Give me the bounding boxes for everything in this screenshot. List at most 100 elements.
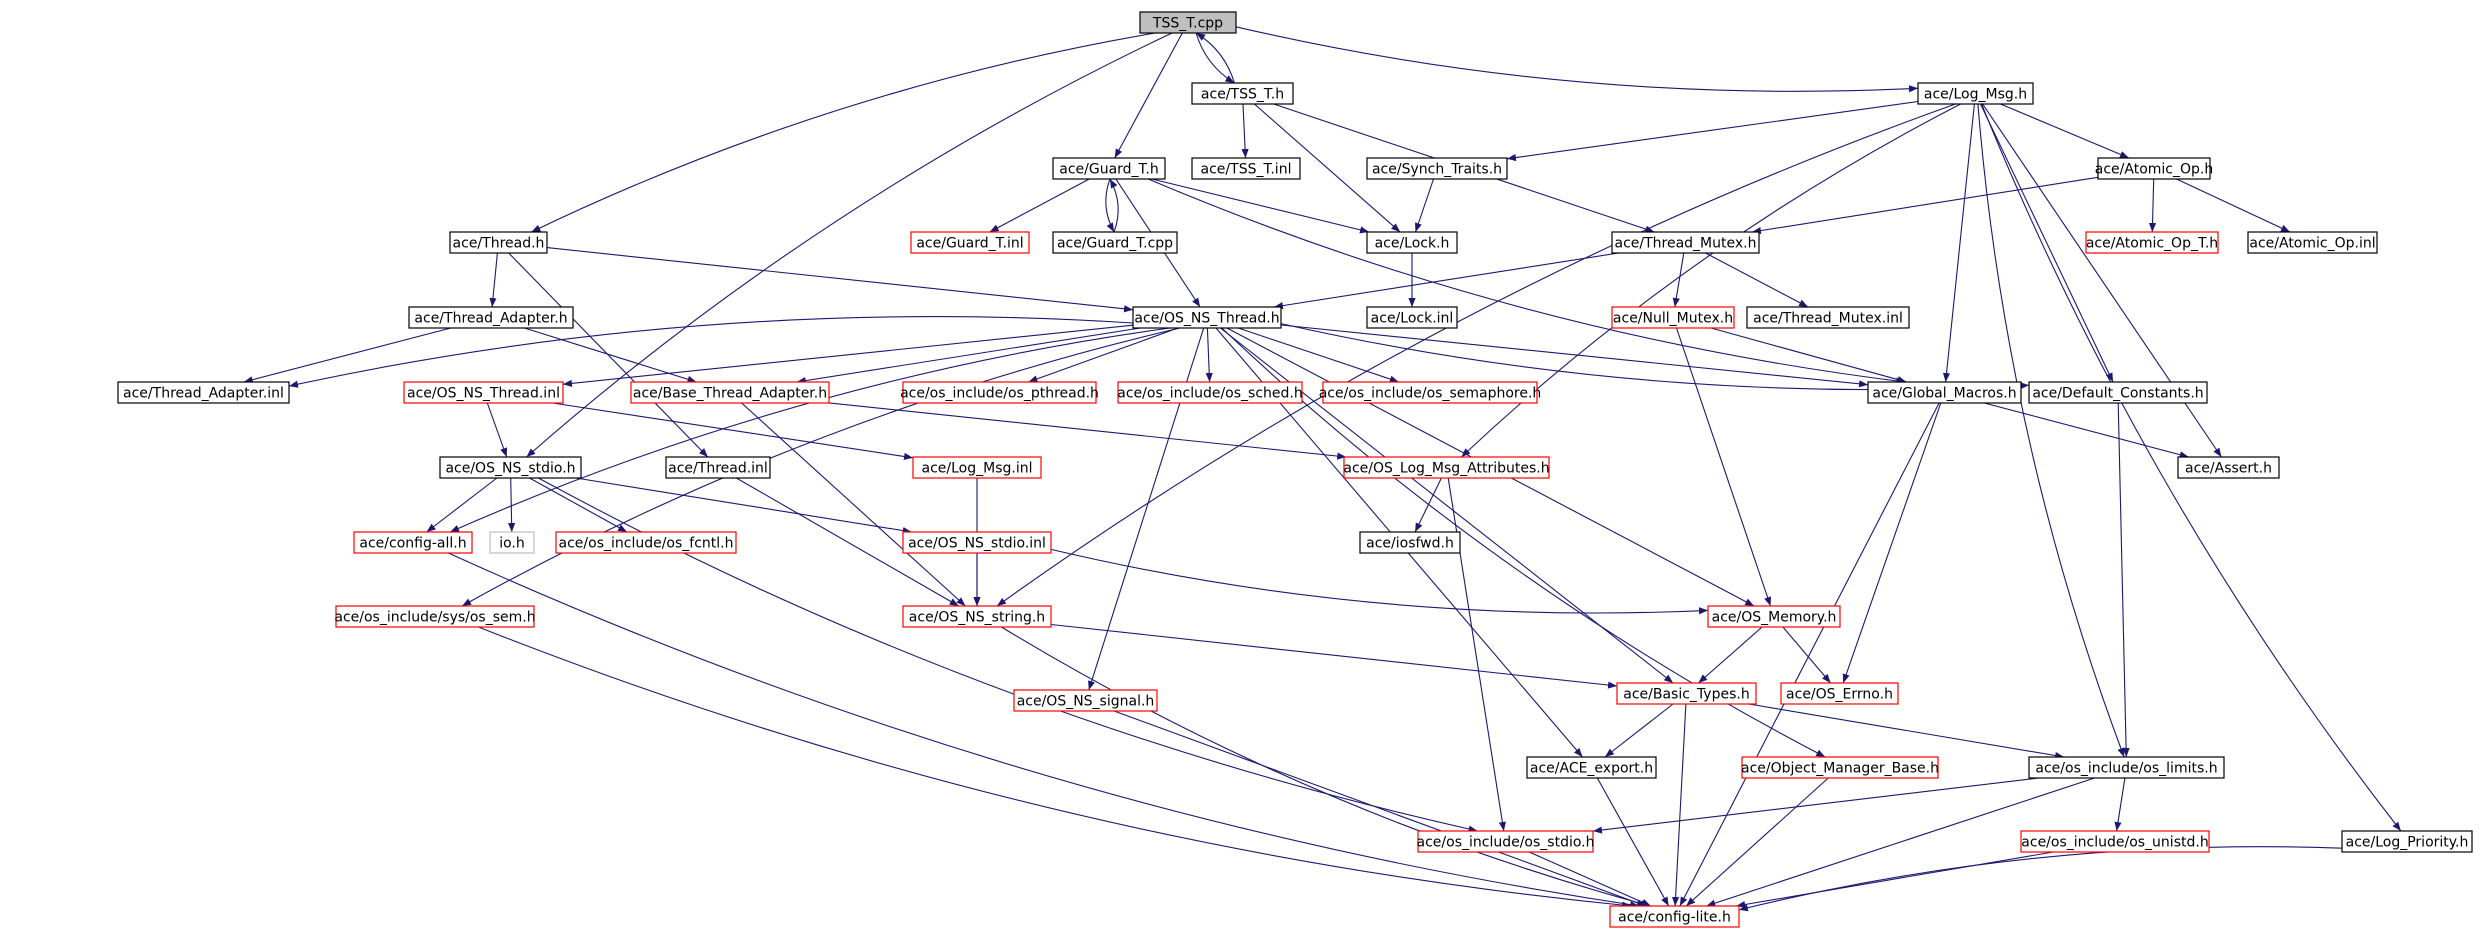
node-guard-t-cpp[interactable]: ace/Guard_T.cpp [1052, 231, 1178, 254]
edge-os_ns_thread_h-to-os_ns_thread_inl [562, 324, 1134, 387]
node-object-manager-base-h[interactable]: ace/Object_Manager_Base.h [1741, 756, 1939, 779]
node-lock-inl[interactable]: ace/Lock.inl [1366, 306, 1458, 329]
node-io-h[interactable]: io.h [489, 531, 535, 554]
node-label: ace/Basic_Types.h [1623, 687, 1749, 703]
edge-log_msg_h-to-os_limits_h [1977, 103, 2125, 758]
node-default-constants-h[interactable]: ace/Default_Constants.h [2028, 381, 2208, 404]
edge-null_mutex_h-to-global_macros_h [1710, 327, 1907, 384]
node-label: ace/Guard_T.inl [916, 236, 1023, 252]
node-thread-mutex-h[interactable]: ace/Thread_Mutex.h [1611, 231, 1760, 254]
node-os-limits-h[interactable]: ace/os_include/os_limits.h [2028, 756, 2225, 779]
node-label: ace/OS_Memory.h [1712, 610, 1837, 626]
node-log-priority-h[interactable]: ace/Log_Priority.h [2341, 830, 2473, 853]
node-atomic-op-t-h[interactable]: ace/Atomic_Op_T.h [2085, 231, 2219, 254]
edge-synch_traits_h-to-lock_h [1414, 178, 1435, 233]
node-os-stdio-h[interactable]: ace/os_include/os_stdio.h [1417, 830, 1595, 853]
node-box [665, 456, 771, 479]
edge-log_msg_h-to-os_ns_string_h [996, 103, 1956, 607]
edge-log_msg_h-to-atomic_op_h [2000, 103, 2130, 159]
node-os-memory-h[interactable]: ace/OS_Memory.h [1707, 605, 1841, 628]
node-log-msg-h[interactable]: ace/Log_Msg.h [1917, 82, 2034, 105]
node-guard-t-inl[interactable]: ace/Guard_T.inl [910, 231, 1030, 254]
node-os-sem-h[interactable]: ace/os_include/sys/os_sem.h [334, 605, 536, 628]
node-atomic-op-h[interactable]: ace/Atomic_Op.h [2095, 157, 2213, 180]
node-box [408, 306, 574, 329]
node-os-log-msg-attributes-h[interactable]: ace/OS_Log_Msg_Attributes.h [1343, 456, 1550, 479]
node-label: ace/Atomic_Op.inl [2249, 236, 2375, 252]
node-label: ace/Atomic_Op.h [2095, 162, 2213, 178]
node-box [1526, 756, 1657, 779]
node-tss-t-cpp[interactable]: TSS_T.cpp [1139, 11, 1237, 34]
edge-os_ns_thread_inl-to-os_ns_stdio_h [486, 402, 508, 458]
node-box [2341, 830, 2473, 853]
node-label: ace/ACE_export.h [1530, 761, 1653, 777]
node-os-semaphore-h[interactable]: ace/os_include/os_semaphore.h [1319, 381, 1542, 404]
node-os-ns-thread-inl[interactable]: ace/OS_NS_Thread.inl [403, 381, 564, 404]
edge-os_ns_thread_h-to-os_sched_h [1205, 327, 1213, 383]
node-lock-h[interactable]: ace/Lock.h [1366, 231, 1458, 254]
node-assert-h[interactable]: ace/Assert.h [2177, 456, 2280, 479]
node-label: ace/TSS_T.inl [1201, 162, 1292, 178]
node-os-pthread-h[interactable]: ace/os_include/os_pthread.h [900, 381, 1099, 404]
node-thread-h[interactable]: ace/Thread.h [449, 231, 548, 254]
edge-os_ns_thread_h-to-os_ns_signal_h [1088, 327, 1205, 691]
edge-global_macros_h-to-os_errno_h [1842, 402, 1942, 684]
node-thread-adapter-h[interactable]: ace/Thread_Adapter.h [408, 306, 574, 329]
edge-os_ns_stdio_h-to-os_stdio_h [538, 477, 1478, 833]
edge-global_macros_h-to-config_lite_h [1679, 402, 1940, 907]
node-box [117, 381, 290, 404]
node-label: ace/os_include/os_unistd.h [2021, 835, 2208, 851]
edge-os_ns_stdio_h-to-io_h [508, 477, 516, 533]
edge-base_thread_adapter_h-to-os_ns_string_h [741, 402, 966, 607]
node-os-ns-string-h[interactable]: ace/OS_NS_string.h [902, 605, 1052, 628]
node-box [403, 381, 564, 404]
node-config-all-h[interactable]: ace/config-all.h [353, 531, 473, 554]
node-ace-export-h[interactable]: ace/ACE_export.h [1526, 756, 1657, 779]
node-os-ns-stdio-inl[interactable]: ace/OS_NS_stdio.inl [902, 531, 1052, 554]
node-label: ace/Log_Priority.h [2346, 835, 2469, 851]
node-synch-traits-h[interactable]: ace/Synch_Traits.h [1366, 157, 1508, 180]
edge-os_ns_signal_h-to-config_lite_h [1113, 710, 1647, 907]
node-global-macros-h[interactable]: ace/Global_Macros.h [1867, 381, 2022, 404]
node-os-ns-thread-h[interactable]: ace/OS_NS_Thread.h [1132, 306, 1282, 329]
node-box [912, 456, 1042, 479]
edge-os_ns_thread_inl-to-log_msg_inl [552, 402, 914, 461]
node-null-mutex-h[interactable]: ace/Null_Mutex.h [1611, 306, 1735, 329]
node-os-unistd-h[interactable]: ace/os_include/os_unistd.h [2020, 830, 2210, 853]
node-box [335, 605, 535, 628]
edge-guard_t_h-to-global_macros_h [1147, 178, 1906, 385]
node-os-fcntl-h[interactable]: ace/os_include/os_fcntl.h [555, 531, 737, 554]
node-label: ace/os_include/os_fcntl.h [559, 536, 734, 552]
node-label: ace/OS_NS_Thread.inl [407, 386, 560, 402]
edge-os_stdio_h-to-config_lite_h [1528, 851, 1652, 907]
node-atomic-op-inl[interactable]: ace/Atomic_Op.inl [2247, 231, 2378, 254]
node-config-lite-h[interactable]: ace/config-lite.h [1609, 905, 1740, 928]
node-box [902, 381, 1097, 404]
node-os-errno-h[interactable]: ace/OS_Errno.h [1780, 682, 1899, 705]
node-box [1746, 306, 1910, 329]
node-os-ns-signal-h[interactable]: ace/OS_NS_signal.h [1013, 689, 1158, 712]
node-box [1191, 157, 1301, 180]
edge-os_limits_h-to-os_stdio_h [1592, 777, 2039, 834]
node-thread-inl[interactable]: ace/Thread.inl [665, 456, 771, 479]
node-tss-t-inl[interactable]: ace/TSS_T.inl [1191, 157, 1301, 180]
node-guard-t-h[interactable]: ace/Guard_T.h [1052, 157, 1166, 180]
node-box [353, 531, 473, 554]
node-box [1917, 82, 2034, 105]
node-box [1741, 756, 1939, 779]
edge-global_macros_h-to-assert_h [1984, 402, 2189, 459]
node-log-msg-inl[interactable]: ace/Log_Msg.inl [912, 456, 1042, 479]
node-box [1052, 157, 1166, 180]
node-os-sched-h[interactable]: ace/os_include/os_sched.h [1117, 381, 1303, 404]
edge-os_ns_thread_h-to-config_all_h [449, 327, 1170, 533]
node-iosfwd-h[interactable]: ace/iosfwd.h [1359, 531, 1461, 554]
node-base-thread-adapter-h[interactable]: ace/Base_Thread_Adapter.h [630, 381, 830, 404]
node-tss-t-h[interactable]: ace/TSS_T.h [1191, 82, 1294, 105]
node-thread-mutex-inl[interactable]: ace/Thread_Mutex.inl [1746, 306, 1910, 329]
node-box [1417, 830, 1594, 853]
edge-os_unistd_h-to-config_lite_h [1736, 851, 2054, 909]
edge-os_ns_stdio_h-to-os_fcntl_h [529, 477, 628, 533]
node-basic-types-h[interactable]: ace/Basic_Types.h [1616, 682, 1757, 705]
node-thread-adapter-inl[interactable]: ace/Thread_Adapter.inl [117, 381, 290, 404]
node-os-ns-stdio-h[interactable]: ace/OS_NS_stdio.h [439, 456, 582, 479]
